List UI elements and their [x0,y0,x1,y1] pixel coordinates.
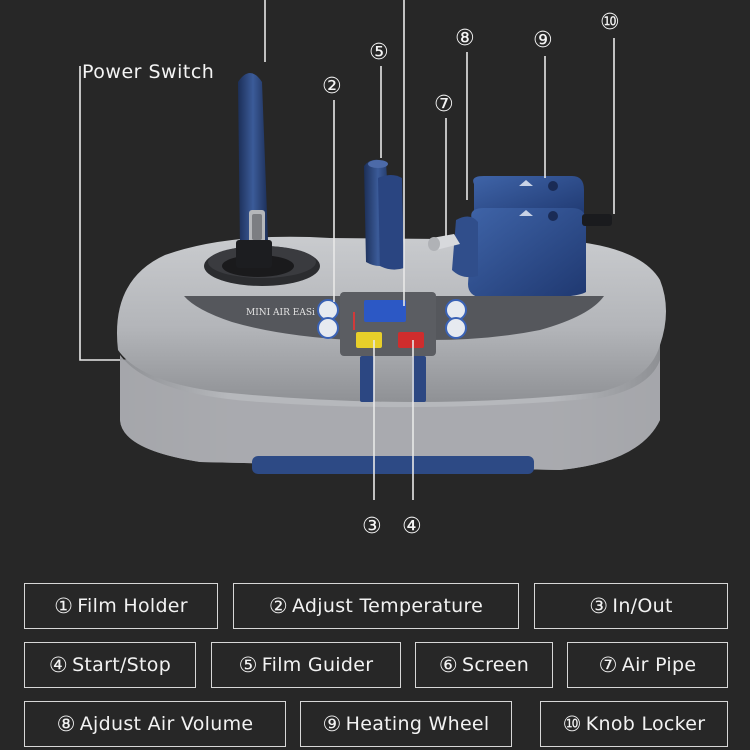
legend-label: Heating Wheel [345,713,490,735]
legend-item-heating-wheel: ⑨ Heating Wheel [300,701,512,747]
legend-item-in-out: ③ In/Out [534,583,728,629]
legend-item-knob-locker: ⑩ Knob Locker [540,701,728,747]
base-blue-strip [252,456,534,474]
film-holder [236,73,272,268]
legend-num: ⑧ [56,712,76,736]
legend-label: Knob Locker [585,713,706,735]
legend-num: ⑦ [598,653,618,677]
control-panel [184,292,604,356]
legend-label: In/Out [612,595,673,617]
leader-lines [79,0,615,500]
legend-label: Air Pipe [621,654,697,676]
legend-label: Adjust Temperature [291,595,484,617]
legend-item-film-guider: ⑤ Film Guider [211,642,401,688]
callout-2: ② [322,74,342,99]
callout-5: ⑤ [369,40,389,65]
legend-item-air-pipe: ⑦ Air Pipe [567,642,728,688]
power-switch-label: Power Switch [82,61,215,83]
knob-locker [582,214,612,226]
legend-num: ⑤ [238,653,258,677]
start-stop-button [398,332,424,348]
panel-brand-text: MINI AIR EASi [246,308,315,318]
legend-num: ① [54,594,74,618]
film-guider [364,159,404,270]
callout-8: ⑧ [455,26,475,51]
legend-label: Ajdust Air Volume [79,713,254,735]
air-pipe [428,234,460,251]
legend-label: Screen [462,654,530,676]
callout-4: ④ [402,514,422,539]
legend-num: ② [268,594,288,618]
callout-9: ⑨ [533,28,553,53]
heating-wheel [452,176,612,299]
callout-7: ⑦ [434,92,454,117]
legend-num: ⑥ [438,653,458,677]
callout-10: ⑩ [600,10,620,35]
callout-3: ③ [362,514,382,539]
legend-num: ⑩ [562,712,582,736]
legend-num: ⑨ [322,712,342,736]
legend-label: Film Holder [77,595,188,617]
in-out-button [356,332,382,348]
legend-item-adjust-temperature: ② Adjust Temperature [233,583,519,629]
legend-label: Start/Stop [72,654,172,676]
legend-item-film-holder: ① Film Holder [24,583,218,629]
screen [364,300,406,322]
legend-item-adjust-air-volume: ⑧ Ajdust Air Volume [24,701,286,747]
machine-illustration: MINI AIR EASi [79,0,666,500]
legend-item-start-stop: ④ Start/Stop [24,642,196,688]
legend-num: ③ [589,594,609,618]
legend-label: Film Guider [261,654,374,676]
legend-num: ④ [48,653,69,677]
legend-item-screen: ⑥ Screen [415,642,553,688]
